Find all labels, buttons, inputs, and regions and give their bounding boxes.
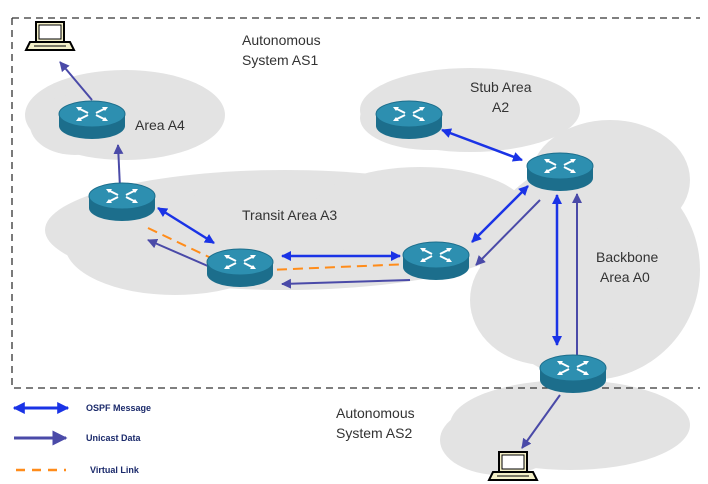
as1-boundary (11, 17, 700, 389)
legend: OSPF Message Unicast Data Virtual Link (12, 402, 151, 475)
legend-unicast-label: Unicast Data (86, 433, 142, 443)
as2-label-line2: System AS2 (336, 425, 412, 441)
router-icon-a4-border (88, 182, 156, 222)
as1-label-line2: System AS1 (242, 52, 318, 68)
laptop-icon-as1 (25, 21, 75, 51)
as2-label-line1: Autonomous (336, 405, 415, 421)
virtual-link-path (147, 227, 411, 272)
backbone-label-line1: Backbone (596, 249, 658, 265)
stub-area-label-line2: A2 (492, 99, 509, 115)
backbone-label-line2: Area A0 (600, 269, 650, 285)
as1-label-line1: Autonomous (242, 32, 321, 48)
stub-area-label-line1: Stub Area (470, 79, 532, 95)
router-icon-backbone-bottom (539, 354, 607, 394)
area-a4-label: Area A4 (135, 117, 185, 133)
ospf-message-links (157, 128, 562, 346)
router-icon-transit-right (402, 241, 470, 281)
router-icon-area-a4 (58, 100, 126, 140)
router-icon-stub-a2 (375, 100, 443, 140)
transit-area-label: Transit Area A3 (242, 207, 337, 223)
legend-virtual-label: Virtual Link (90, 465, 140, 475)
router-icon-backbone-top (526, 152, 594, 192)
router-icon-transit-left (206, 248, 274, 288)
legend-ospf-label: OSPF Message (86, 403, 151, 413)
